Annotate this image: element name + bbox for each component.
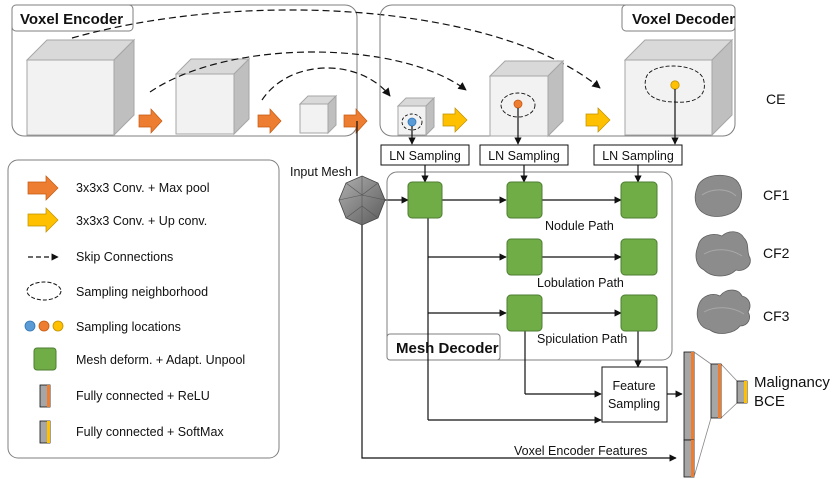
ln-sampling-box-1: LN Sampling <box>380 144 470 166</box>
legend-fc-relu-icon <box>39 384 51 408</box>
fc-relu-layer-2 <box>710 363 722 419</box>
legend-item-3: Sampling neighborhood <box>76 285 208 299</box>
feature-sampling-box: Feature Sampling <box>601 366 668 423</box>
ce-label: CE <box>766 91 785 107</box>
legend-item-2: Skip Connections <box>76 250 173 264</box>
mesh-decoder-connections <box>427 196 683 424</box>
input-mesh-label: Input Mesh <box>290 165 352 179</box>
voxel-encoder-title: Voxel Encoder <box>20 11 123 28</box>
cf3-mesh-icon <box>696 289 751 334</box>
skip-connection-medium <box>149 51 467 93</box>
input-mesh-sphere-icon <box>338 175 386 226</box>
cf3-label: CF3 <box>763 308 790 324</box>
cf1-label: CF1 <box>763 187 790 203</box>
sampling-neighborhood-icon <box>500 92 536 118</box>
svg-text:LN Sampling: LN Sampling <box>488 149 560 163</box>
mesh-deform-block <box>506 294 543 332</box>
svg-text:Feature: Feature <box>612 379 655 393</box>
mesh-decoder-title: Mesh Decoder <box>396 340 499 357</box>
ln-sampling-box-3: LN Sampling <box>593 144 683 166</box>
decoder-cube-large <box>623 38 734 137</box>
mesh-deform-blocks <box>407 181 658 332</box>
svg-text:LN Sampling: LN Sampling <box>602 149 674 163</box>
spiculation-path-label: Spiculation Path <box>537 332 627 346</box>
legend: 3x3x3 Conv. + Max pool 3x3x3 Conv. + Up … <box>7 159 280 459</box>
svg-text:LN Sampling: LN Sampling <box>389 149 461 163</box>
legend-item-1: 3x3x3 Conv. + Up conv. <box>76 214 207 228</box>
voxel-decoder-panel: Voxel Decoder <box>379 4 736 137</box>
fc-connections <box>693 351 738 478</box>
encoder-cube-small <box>298 94 338 135</box>
encoder-cube-medium <box>174 57 251 136</box>
mesh-deform-block <box>620 238 658 276</box>
legend-fc-softmax-icon <box>39 420 51 444</box>
mesh-deform-block <box>506 181 543 219</box>
lobulation-path-label: Lobulation Path <box>537 276 624 290</box>
voxel-decoder-title: Voxel Decoder <box>632 11 735 28</box>
orange-arrow-icon <box>138 108 163 134</box>
legend-item-4: Sampling locations <box>76 320 181 334</box>
nodule-path-label: Nodule Path <box>545 219 614 233</box>
sampling-neighborhood-icon <box>644 65 705 103</box>
fc-relu-layer-1 <box>683 351 695 441</box>
orange-arrow-icon <box>343 108 368 134</box>
skip-connection-short <box>261 67 391 101</box>
legend-item-5: Mesh deform. + Adapt. Unpool <box>76 353 245 367</box>
svg-text:Sampling: Sampling <box>608 397 660 411</box>
blue-dot-icon <box>407 117 417 127</box>
sampling-neighborhood-icon <box>401 113 423 131</box>
legend-item-6: Fully connected + ReLU <box>76 389 210 403</box>
mesh-deform-block <box>407 181 443 219</box>
orange-dot-icon <box>513 99 523 109</box>
cf2-mesh-icon <box>695 231 751 277</box>
mesh-deform-block <box>506 238 543 276</box>
bce-label: BCE <box>754 393 785 410</box>
legend-item-7: Fully connected + SoftMax <box>76 425 224 439</box>
skip-connection-long <box>71 9 601 89</box>
yellow-arrow-icon <box>585 107 611 133</box>
malignancy-label: Malignancy <box>754 374 830 391</box>
voxel-encoder-panel: Voxel Encoder <box>11 4 358 137</box>
decoder-cube-medium <box>488 59 565 138</box>
voxel-encoder-features-label: Voxel Encoder Features <box>514 444 647 458</box>
cf2-label: CF2 <box>763 245 790 261</box>
legend-yellow-arrow-icon <box>27 207 59 233</box>
yellow-arrow-icon <box>442 107 468 133</box>
fc-relu-layer-encoder <box>683 439 695 478</box>
decoder-cube-small <box>396 96 436 137</box>
fc-softmax-layer <box>736 380 748 404</box>
legend-item-0: 3x3x3 Conv. + Max pool <box>76 181 210 195</box>
orange-arrow-icon <box>257 108 282 134</box>
ln-sampling-box-2: LN Sampling <box>479 144 569 166</box>
legend-orange-arrow-icon <box>27 175 59 201</box>
legend-colored-dots-icon <box>24 320 64 332</box>
yellow-dot-icon <box>670 80 680 90</box>
legend-dashed-ellipse-icon <box>26 281 62 301</box>
encoder-cube-large <box>25 38 136 137</box>
legend-green-square-icon <box>33 347 57 371</box>
cf1-mesh-icon <box>694 174 743 217</box>
mesh-deform-block <box>620 294 658 332</box>
mesh-deform-block <box>620 181 658 219</box>
mesh-decoder-panel: Mesh Decoder <box>386 171 673 361</box>
